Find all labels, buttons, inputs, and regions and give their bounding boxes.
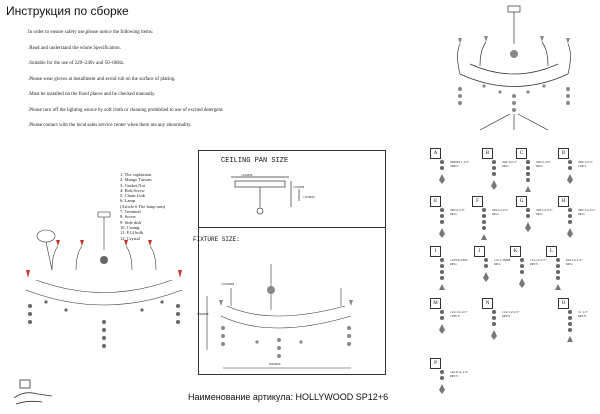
- crystal-spec: 11x/1/2-2.5"6PCS: [502, 310, 520, 318]
- left-chandelier-drawing: [25, 211, 183, 348]
- crystal-letter-box: O: [558, 298, 569, 309]
- crystal-spec: 6x41/2-1.5"6Pcs: [566, 258, 583, 266]
- crystal-letter-box: F: [472, 196, 483, 207]
- crystal-drop-icon: [491, 310, 497, 340]
- crystal-drop-icon: [567, 160, 573, 184]
- crystal-drop-icon: [439, 160, 445, 184]
- ceiling-pan-height: 110MM: [293, 185, 305, 189]
- crystal-spec: 30x/5-3/5"6Pcs: [536, 160, 552, 168]
- fixture-size-title: FIXTURE SIZE:: [193, 236, 240, 243]
- note-line: .Must be installed on the fixed places a…: [28, 92, 156, 97]
- part-item: 4: Bolt,Screw: [120, 187, 145, 193]
- crystal-letter-box: J: [474, 246, 485, 257]
- crystal-letter-box: A: [430, 148, 441, 159]
- crystal-drop-icon: [481, 208, 487, 240]
- note-line: In order to ensure safety use,please not…: [28, 30, 154, 35]
- crystal-spec: 96MM 1-1/2"36Pcs: [450, 160, 470, 168]
- crystal-spec: 14x11/2-1.5"6PCS: [450, 370, 469, 378]
- fixture-drawing: [206, 264, 353, 369]
- part-item: 1: The caplamion: [120, 172, 152, 177]
- hand-tool-icon: [13, 379, 53, 405]
- crystal-drop-icon: [525, 208, 531, 232]
- crystal-letter-box: B: [482, 148, 493, 159]
- part-item: 12: Crystal: [120, 235, 140, 241]
- ceiling-pan-drawing: [231, 176, 300, 215]
- fixture-width-label: 950MM: [269, 362, 281, 366]
- crystal-drop-icon: [567, 310, 573, 342]
- part-item: 11: E14 bulb: [120, 230, 144, 236]
- ceiling-pan-title: CEILING PAN SIZE: [221, 157, 289, 165]
- crystal-letter-box: I: [430, 246, 441, 257]
- note-line: .Read and understand the whole Specifica…: [28, 45, 121, 51]
- crystal-drop-icon: [555, 258, 561, 290]
- crystal-spec: 30x/1/2-2.5"6Pcs: [578, 208, 596, 216]
- part-item: (Article 6 The lamp arm): [120, 203, 166, 209]
- fixture-height-label: 1100MM: [221, 282, 235, 286]
- crystal-spec: 30x/2-2.5"6Pcs: [450, 208, 465, 216]
- fixture-height2-label: 950MM: [197, 312, 209, 316]
- crystal-drop-icon: [491, 160, 497, 190]
- crystal-letter-box: C: [516, 148, 527, 159]
- fixture-size-panel: FIXTURE SIZE: 1100MM 950MM 950MM: [193, 226, 386, 375]
- crystal-letter-box: E: [430, 196, 441, 207]
- crystal-spec: 11 1.5"6PCS: [578, 310, 589, 318]
- crystal-drop-icon: [483, 258, 489, 282]
- chandelier-parts-diagram: [457, 5, 571, 131]
- crystal-letter-box: M: [430, 298, 441, 309]
- ceiling-pan-panel: CEILING PAN SIZE 145MM 110MM 145MM: [198, 150, 386, 228]
- note-line: .Please turn off the lighting source by …: [28, 107, 224, 113]
- crystal-drop-icon: [525, 160, 531, 192]
- crystal-spec: 30x/1/2-2"6Pcs: [502, 160, 518, 168]
- crystal-spec: 30x/1/2-2"12Pcs: [578, 160, 594, 168]
- ceiling-pan-depth: 145MM: [303, 195, 315, 199]
- crystal-drop-icon: [439, 258, 445, 290]
- part-item: 8: Screw: [120, 214, 136, 220]
- part-item: 10: Casing: [120, 224, 140, 230]
- part-item: 2: Mango Taiwan: [120, 177, 152, 183]
- part-item: 5: Chain Link: [120, 193, 145, 199]
- part-item: 7: Terminal: [120, 209, 141, 215]
- crystal-drop-icon: [567, 208, 573, 238]
- note-line: .Please wear gloves at installment and a…: [28, 76, 176, 82]
- crystal-spec: 11x1/2-2.5"6PCS: [530, 258, 547, 266]
- crystal-drop-icon: [439, 208, 445, 238]
- parts-list: 1: The caplamion 2: Mango Taiwan 3: Gask…: [120, 172, 165, 241]
- part-item: 3: Gasket,Nut: [120, 182, 145, 188]
- crystal-drop-icon: [439, 310, 445, 334]
- safety-notes: In order to ensure safety use,please not…: [28, 30, 388, 139]
- crystal-letter-box: H: [558, 196, 569, 207]
- part-item: 6: Lamp: [120, 198, 136, 204]
- crystal-letter-box: K: [510, 246, 521, 257]
- note-line: .Suitable for the use of 220~240v and 50…: [28, 61, 125, 66]
- page-title: Инструкция по сборке: [6, 4, 129, 18]
- ceiling-pan-width: 145MM: [241, 173, 253, 177]
- note-line: .Please contact with the local sales ser…: [28, 123, 192, 128]
- crystal-letter-box: D: [558, 148, 569, 159]
- crystal-letter-box: P: [430, 358, 441, 369]
- crystal-drop-icon: [519, 258, 525, 288]
- crystal-spec: 12x/1/2-2.5"12PCS: [450, 310, 468, 318]
- crystal-letter-box: N: [482, 298, 493, 309]
- article-name: Наименование артикула: HOLLYWOOD SP12+6: [188, 392, 389, 402]
- part-item: 9: Side dish: [120, 219, 142, 225]
- crystal-letter-box: L: [546, 246, 557, 257]
- crystal-letter-box: G: [516, 196, 527, 207]
- crystal-drop-icon: [439, 370, 445, 394]
- crystal-spec: 20x1/2-2.5"6Pcs: [492, 208, 509, 216]
- crystal-spec: 30x7/2-2.5"6Pcs: [536, 208, 553, 216]
